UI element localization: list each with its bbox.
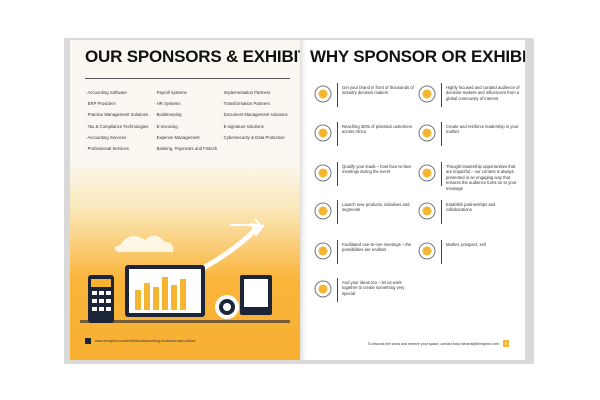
divider — [337, 240, 338, 264]
benefit-item: And your ideas too – let us work togethe… — [312, 278, 417, 302]
benefit-item: Thought leadership opportunities that ar… — [416, 162, 521, 191]
list-item: Implementation Partners — [221, 90, 288, 101]
globe-network-icon — [416, 122, 438, 144]
divider — [441, 162, 442, 186]
list-item: Payroll systems — [154, 90, 217, 101]
benefit-text: Launch new products, initiatives and seg… — [342, 202, 410, 213]
divider — [85, 78, 290, 79]
right-page: WHY SPONSOR OR EXHIBIT Get your brand in… — [300, 40, 525, 360]
list-item: E-signature solutions — [221, 124, 288, 135]
product-hands-icon — [312, 200, 334, 222]
benefit-text: And your ideas too – let us work togethe… — [342, 280, 405, 296]
benefit-item: Get your brand in front of thousands of … — [312, 83, 417, 107]
divider — [441, 83, 442, 107]
benefit-item: Market, prospect, sell — [416, 240, 521, 264]
benefit-text: Create and reinforce leadership in your … — [446, 124, 519, 135]
puzzle-icon — [416, 200, 438, 222]
page-number-box — [85, 338, 91, 344]
list-item: Document Management solutions — [221, 112, 288, 123]
benefit-item: Reaching 300s of potential customers acr… — [312, 122, 417, 146]
contact-text: To discuss the show and reserve your spa… — [367, 341, 499, 346]
page-number: 5 — [503, 340, 509, 347]
left-page: OUR SPONSORS & EXHIBITORS Accounting Sof… — [70, 40, 300, 360]
target-audience-icon — [416, 83, 438, 105]
megaphone-icon — [416, 240, 438, 262]
benefit-text: Qualify your leads – host face-to-face m… — [342, 164, 412, 175]
list-item: Bookkeeping — [154, 112, 217, 123]
target-dart-icon — [312, 122, 334, 144]
finance-illustration — [80, 218, 290, 323]
list-item: E-invoicing — [154, 124, 217, 135]
list-item: Tax & Compliance Technologies — [85, 124, 149, 135]
list-item: Transformation Partners — [221, 101, 288, 112]
benefit-item: Facilitated one-to-one meetings – the po… — [312, 240, 417, 264]
benefit-text: Facilitated one-to-one meetings – the po… — [342, 242, 412, 253]
list-item: Professional Services — [85, 146, 148, 157]
sponsor-list-1: Accounting Software ERP Providers Practi… — [85, 90, 148, 157]
divider — [337, 278, 338, 302]
benefit-text: Thought leadership opportunities that ar… — [446, 164, 517, 191]
page-title: OUR SPONSORS & EXHIBITORS — [85, 47, 300, 66]
benefit-item: Launch new products, initiatives and seg… — [312, 200, 417, 224]
presentation-icon — [416, 162, 438, 184]
sponsor-list-3: Implementation Partners Transformation P… — [221, 90, 288, 146]
list-item: Expense Management — [154, 135, 217, 146]
sponsor-list-2: Payroll systems HR Systems Bookkeeping E… — [154, 90, 218, 157]
list-item: ERP Providers — [85, 101, 148, 112]
meeting-icon — [312, 162, 334, 184]
footer: www.terrapinn.com/exhibition/accounting-… — [85, 338, 195, 344]
list-item: Accounting Services — [85, 135, 148, 146]
handshake-chat-icon — [312, 240, 334, 262]
divider — [337, 122, 338, 146]
divider — [441, 240, 442, 264]
divider — [337, 200, 338, 224]
benefit-item: Qualify your leads – host face-to-face m… — [312, 162, 417, 186]
benefit-item: Create and reinforce leadership in your … — [416, 122, 521, 146]
footer: To discuss the show and reserve your spa… — [368, 340, 509, 347]
arrow-up-heads-icon — [312, 83, 334, 105]
benefit-text: Get your brand in front of thousands of … — [342, 85, 414, 96]
footer-url[interactable]: www.terrapinn.com/exhibition/accounting-… — [95, 339, 196, 343]
divider — [337, 83, 338, 107]
benefit-item: Highly focused and curated audience of d… — [416, 83, 521, 107]
list-item: Accounting Software — [85, 90, 148, 101]
benefit-item: Establish partnerships and collaboration… — [416, 200, 521, 224]
benefit-text: Market, prospect, sell — [446, 242, 486, 247]
divider — [337, 162, 338, 186]
benefit-text: Highly focused and curated audience of d… — [446, 85, 520, 101]
list-item: Banking, Payments and Fintech — [154, 146, 218, 157]
list-item: Practice Management Solutions — [85, 112, 149, 123]
lightbulb-hands-icon — [312, 278, 334, 300]
page-title: WHY SPONSOR OR EXHIBIT — [310, 47, 525, 66]
benefit-text: Reaching 300s of potential customers acr… — [342, 124, 413, 135]
list-item: HR Systems — [154, 101, 217, 112]
list-item: Cybersecurity & Data Protection — [221, 135, 288, 146]
divider — [441, 122, 442, 146]
divider — [441, 200, 442, 224]
benefit-text: Establish partnerships and collaboration… — [446, 202, 496, 213]
